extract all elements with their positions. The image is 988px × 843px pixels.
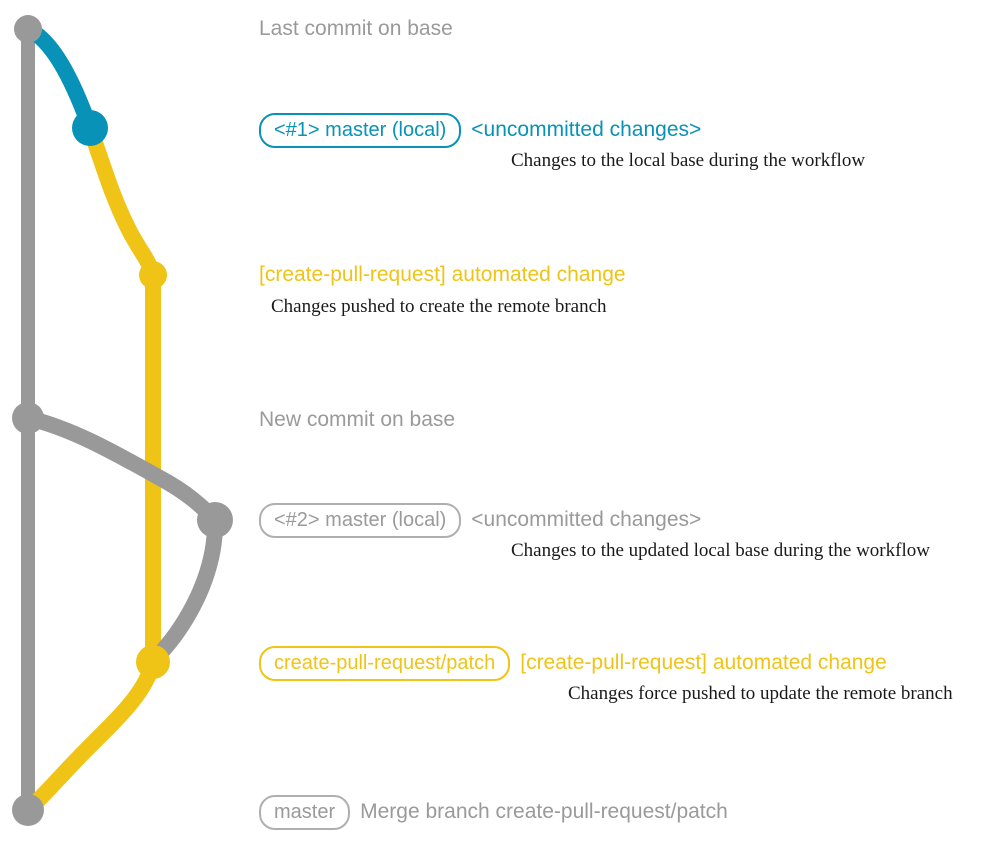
edge-base-new-to-local-2 [20,410,223,528]
branch-badge-master[interactable]: master [259,795,351,830]
commit-description-automated-change-2: Changes force pushed to update the remot… [568,683,953,704]
branch-badge-master-local-1[interactable]: <#1> master (local) [259,113,462,148]
commit-node-local-1[interactable] [72,110,108,146]
commit-node-local-2[interactable] [197,502,233,538]
commit-node-patch-2[interactable] [136,645,170,679]
edge-patch-2-to-merge [20,654,161,818]
commit-description-automated-change-1: Changes pushed to create the remote bran… [271,296,607,317]
branch-badge-master-local-2[interactable]: <#2> master (local) [259,503,462,538]
commit-subject-automated-change-1: [create-pull-request] automated change [259,263,626,286]
commit-row-local-uncommitted-1: <#1> master (local) <uncommitted changes… [259,113,701,148]
commit-row-merge: master Merge branch create-pull-request/… [259,795,728,830]
commit-row-automated-change-1: [create-pull-request] automated change [259,263,626,287]
edge-local-1-to-patch-1 [82,120,161,283]
commit-subject-last-commit-on-base: Last commit on base [259,17,453,40]
branch-badge-create-pull-request-patch[interactable]: create-pull-request/patch [259,646,511,681]
commit-row-automated-change-2: create-pull-request/patch [create-pull-r… [259,646,887,681]
commit-subject-new-commit-on-base: New commit on base [259,408,456,431]
commit-node-base-new[interactable] [12,402,44,434]
commit-node-base-merge[interactable] [12,794,44,826]
commit-subject-merge: Merge branch create-pull-request/patch [360,800,728,823]
commit-node-base-last[interactable] [14,15,42,43]
commit-subject-automated-change-2: [create-pull-request] automated change [520,651,887,674]
commit-subject-local-uncommitted-2: <uncommitted changes> [471,508,702,531]
commit-node-patch-1[interactable] [139,261,167,289]
commit-row-local-uncommitted-2: <#2> master (local) <uncommitted changes… [259,503,701,538]
commit-description-local-uncommitted-2: Changes to the updated local base during… [511,540,930,561]
commit-subject-local-uncommitted-1: <uncommitted changes> [471,118,702,141]
commit-description-local-uncommitted-1: Changes to the local base during the wor… [511,150,866,171]
